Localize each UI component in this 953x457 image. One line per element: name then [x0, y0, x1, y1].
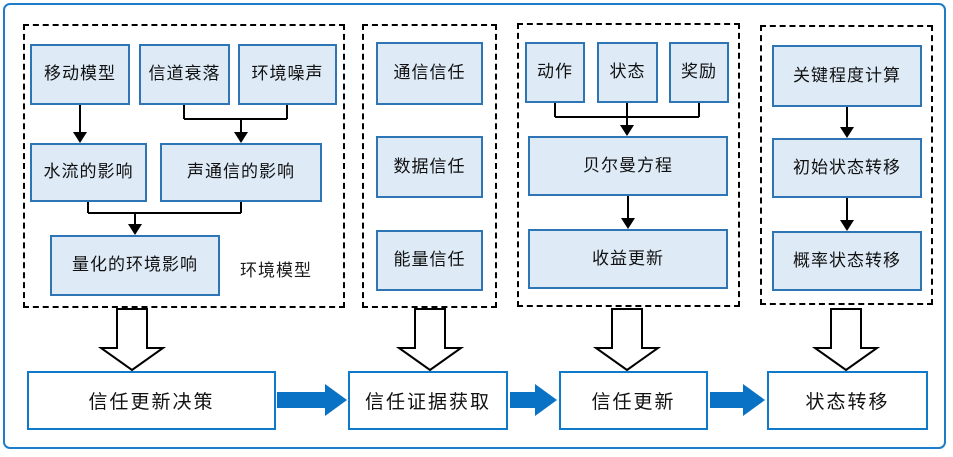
group-trust-evidence — [362, 24, 497, 308]
node-channel-fading: 信道衰落 — [139, 44, 230, 105]
node-mobile-model: 移动模型 — [30, 44, 130, 105]
node-action: 动作 — [525, 42, 585, 103]
group-environment-model — [23, 24, 345, 308]
node-data-trust: 数据信任 — [376, 136, 483, 198]
node-water-flow-effect: 水流的影响 — [30, 143, 147, 202]
node-quantified-env-effect: 量化的环境影响 — [50, 235, 220, 296]
node-state: 状态 — [597, 42, 658, 103]
node-acoustic-comm-effect: 声通信的影响 — [160, 143, 322, 202]
node-initial-state-transition: 初始状态转移 — [772, 138, 922, 198]
outer-frame — [3, 3, 946, 449]
node-communication-trust: 通信信任 — [376, 42, 483, 105]
group-bellman — [517, 23, 740, 307]
node-criticality-calculation: 关键程度计算 — [772, 45, 922, 107]
group-state-transition — [760, 25, 933, 305]
flow-trust-update: 信任更新 — [559, 371, 708, 430]
group-label-environment-model: 环境模型 — [240, 261, 312, 281]
node-probability-state-transition: 概率状态转移 — [772, 231, 922, 291]
flow-state-transition: 状态转移 — [767, 371, 928, 430]
node-bellman-equation: 贝尔曼方程 — [528, 136, 728, 196]
node-energy-trust: 能量信任 — [376, 230, 483, 291]
node-reward: 奖励 — [669, 42, 729, 103]
flow-trust-update-decision: 信任更新决策 — [27, 371, 276, 430]
flow-trust-evidence-acquisition: 信任证据获取 — [348, 371, 508, 430]
node-ambient-noise: 环境噪声 — [238, 44, 337, 105]
node-revenue-update: 收益更新 — [528, 229, 728, 289]
